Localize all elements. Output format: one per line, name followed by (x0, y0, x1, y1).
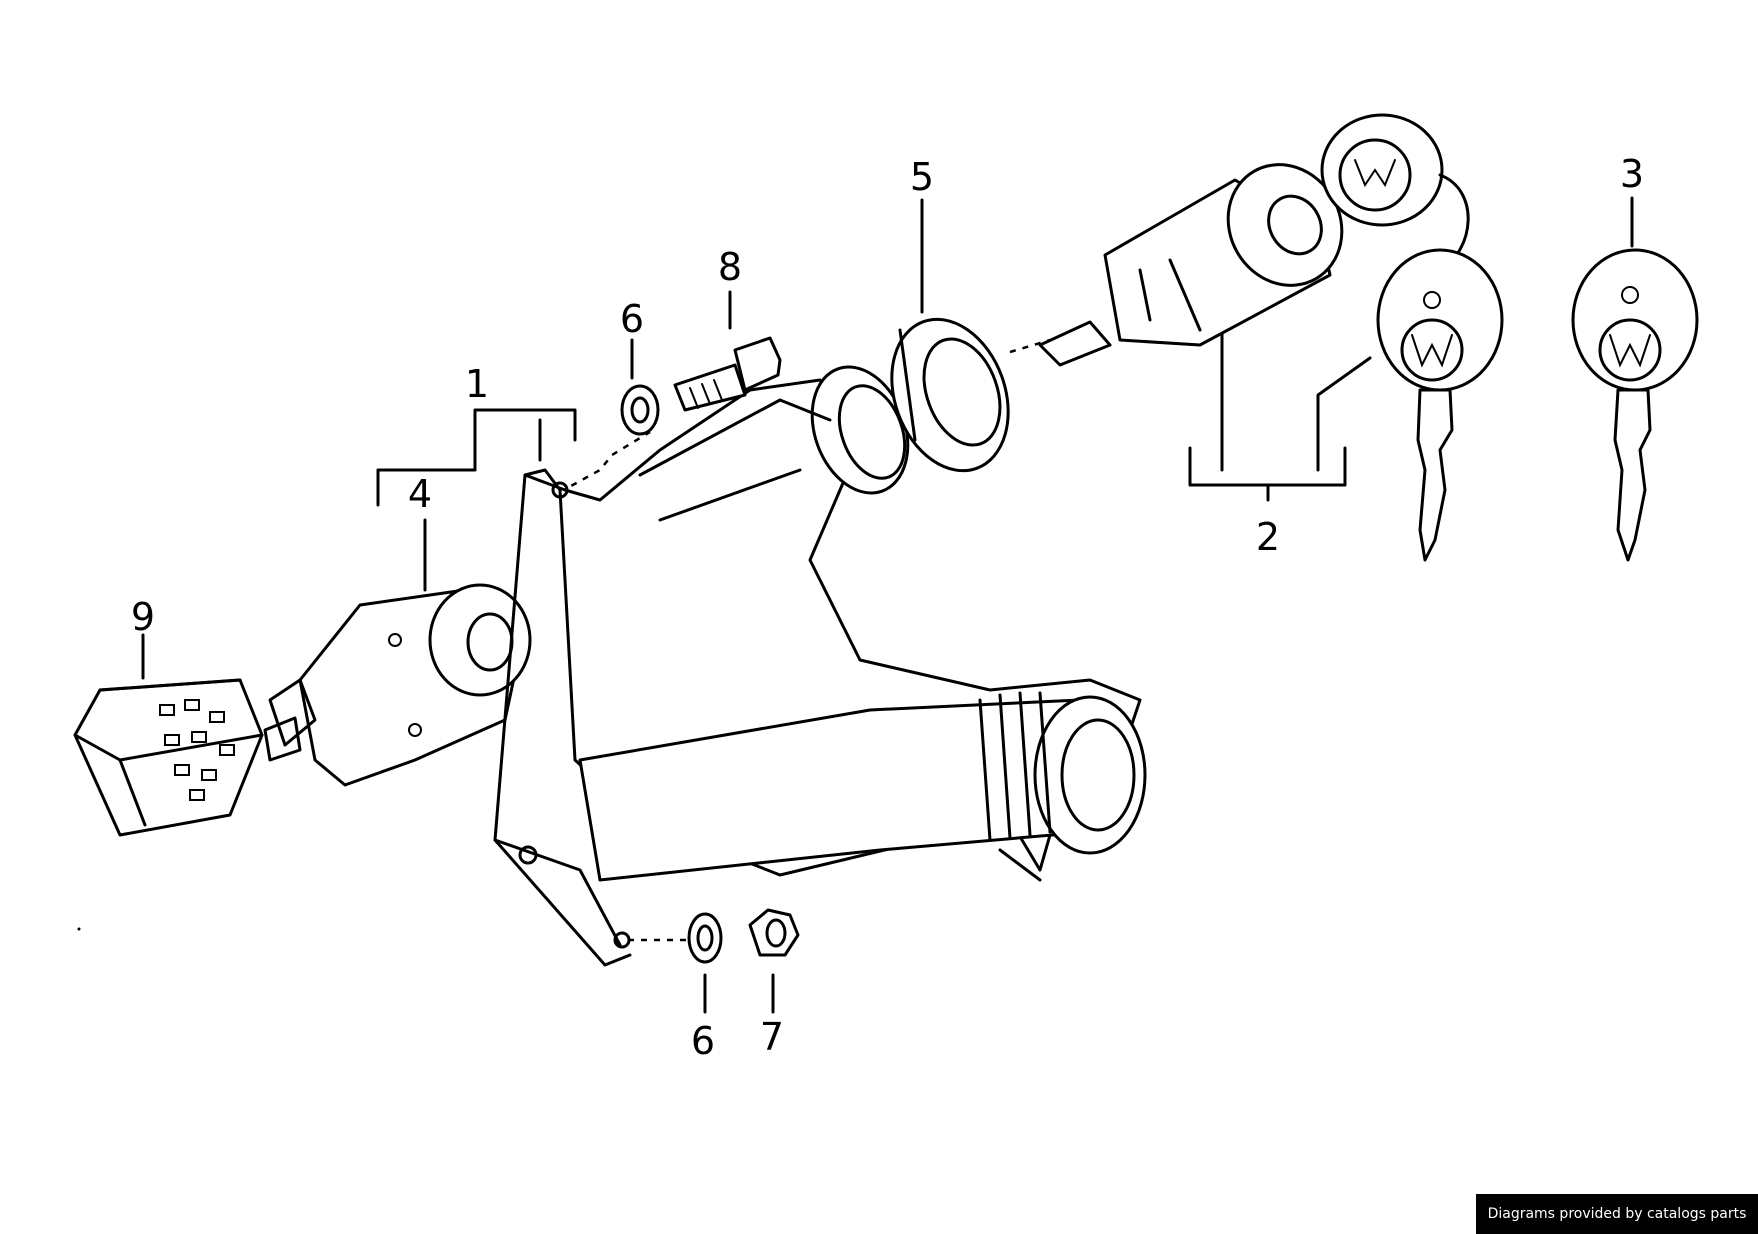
callout-5: 5 (909, 155, 935, 199)
nut-part-7 (748, 908, 800, 957)
callout-3: 3 (1619, 152, 1645, 196)
stray-dot (77, 927, 81, 931)
key-ring-part-2 (1320, 113, 1470, 272)
bolt-part-8 (673, 336, 782, 412)
callout-4: 4 (407, 472, 433, 516)
connector-part-9 (73, 678, 264, 837)
callout-1: 1 (464, 362, 490, 406)
callout-9: 9 (130, 595, 156, 639)
key-part-2 (1376, 248, 1504, 562)
key-part-3 (1571, 248, 1699, 562)
callout-6-bottom: 6 (690, 1019, 716, 1063)
credit-banner: Diagrams provided by catalogs parts (1476, 1194, 1758, 1234)
callout-8: 8 (717, 245, 743, 289)
callout-7: 7 (759, 1015, 785, 1059)
lock-washer-part-6-bottom (687, 912, 723, 964)
callout-2: 2 (1255, 515, 1281, 559)
bushing-ring-part-5 (890, 317, 1010, 473)
lock-washer-part-6-top (620, 384, 660, 436)
lock-housing-part-1 (493, 365, 1147, 967)
lock-cylinder-part-2 (1038, 163, 1344, 367)
callout-6-top: 6 (619, 297, 645, 341)
ignition-switch-part-4 (263, 583, 532, 787)
leader-lines (141, 196, 1634, 1014)
